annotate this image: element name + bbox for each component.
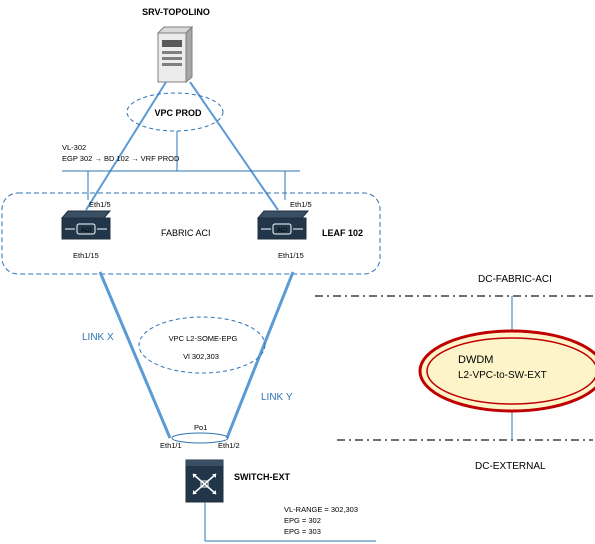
vpc-prod-label: VPC PROD (154, 108, 202, 118)
leaf-right-switch-icon[interactable] (256, 210, 310, 240)
vlan-info-line2: EGP 302 → BD 102 → VRF PROD (62, 154, 180, 163)
leaf-left-badge: ACI (81, 228, 91, 234)
dc-fabric-label: DC-FABRIC-ACI (478, 274, 552, 285)
leaf-right-name: LEAF 102 (322, 228, 363, 238)
server-link-left (85, 81, 167, 211)
vpc-l2-ellipse (138, 316, 266, 374)
vlan-info-line1: VL-302 (62, 143, 86, 152)
server-title: SRV-TOPOLINO (142, 7, 210, 17)
vpc-l2-line2: Vl 302,303 (183, 352, 219, 361)
leaf-right-port-top: Eth1/5 (290, 200, 312, 209)
switch-ext-port-left: Eth1/1 (160, 441, 182, 450)
dc-external-label: DC-EXTERNAL (475, 461, 546, 472)
dwdm-outer-ring[interactable] (418, 329, 595, 413)
switch-ext-port-right: Eth1/2 (218, 441, 240, 450)
link-x-label: LINK X (82, 332, 114, 343)
switch-ext-name: SWITCH-EXT (234, 472, 290, 482)
dwdm-title: DWDM (458, 354, 493, 366)
leaf-left-switch-icon[interactable] (60, 210, 112, 240)
vpc-prod-ellipse (126, 92, 224, 132)
leaf-left-port-bottom: Eth1/15 (73, 251, 99, 260)
leaf-right-port-bottom: Eth1/15 (278, 251, 304, 260)
fabric-aci-label: FABRIC ACI (161, 228, 211, 238)
link-y-line[interactable] (225, 271, 295, 439)
fabric-aci-box (1, 192, 381, 275)
link-x-line[interactable] (98, 271, 172, 439)
leaf-left-port-top: Eth1/5 (89, 200, 111, 209)
vpc-l2-line1: VPC L2-SOME-EPG (169, 334, 238, 343)
switch-info-line3: EPG = 303 (284, 527, 321, 536)
dwdm-inner-ring (426, 337, 595, 405)
switch-ext-icon[interactable] (185, 459, 224, 503)
po1-label: Po1 (194, 423, 207, 432)
server-link-right (189, 81, 279, 211)
switch-info-line1: VL-RANGE = 302,303 (284, 505, 358, 514)
leaf-right-badge: ACI (277, 228, 287, 234)
link-y-label: LINK Y (261, 392, 293, 403)
dwdm-subtitle: L2-VPC-to-SW-EXT (458, 370, 547, 381)
switch-info-line2: EPG = 302 (284, 516, 321, 525)
server-icon[interactable] (156, 25, 194, 84)
po1-ellipse (171, 432, 229, 444)
